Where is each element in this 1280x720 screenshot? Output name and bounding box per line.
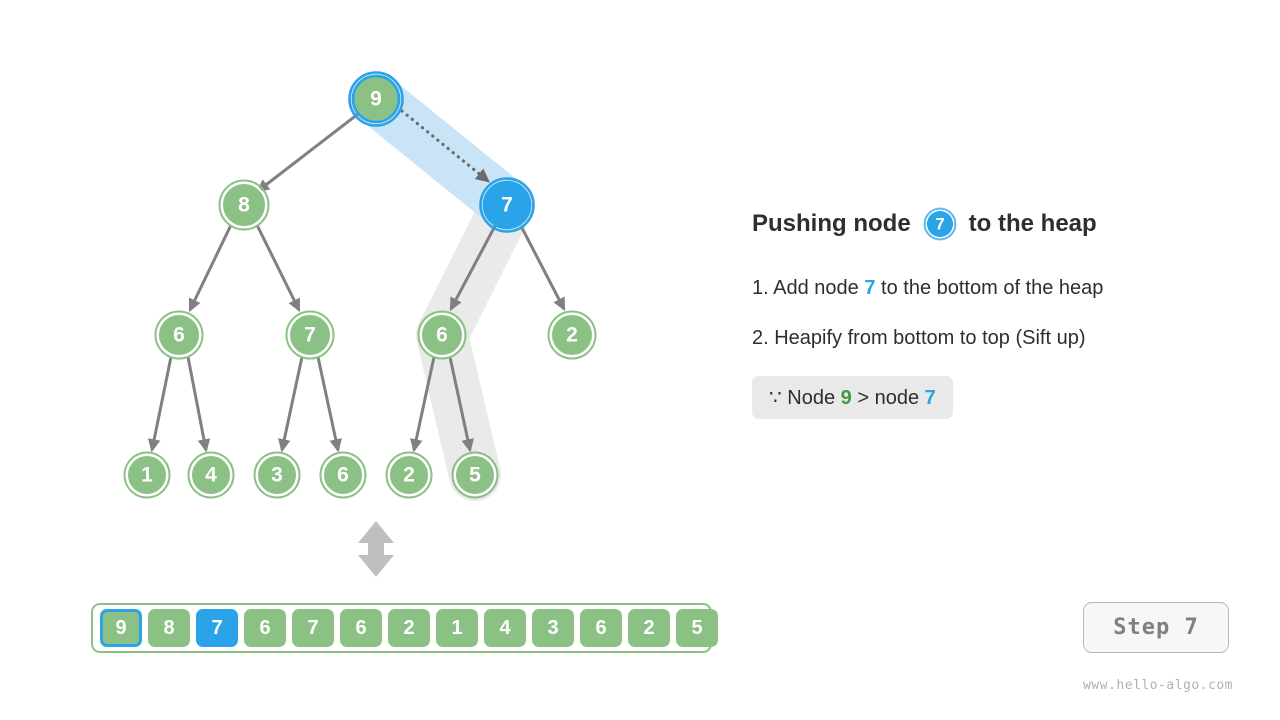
hint-because-symbol: ∵ xyxy=(769,387,782,409)
edge-7-6b xyxy=(316,356,342,453)
array-cell[interactable]: 6 xyxy=(340,609,382,647)
compare-path-highlight xyxy=(350,73,533,231)
compare-arrow xyxy=(400,109,490,183)
tree-node-label: 7 xyxy=(304,324,316,347)
array-cell[interactable]: 1 xyxy=(436,609,478,647)
tree-node-6-l[interactable]: 6 xyxy=(154,310,204,360)
hint-right-value: 7 xyxy=(924,387,936,409)
edge-7-2 xyxy=(519,225,566,312)
array-cell[interactable]: 7 xyxy=(196,609,238,647)
tree-node-label: 7 xyxy=(501,194,513,217)
step-item-2: 2. Heapify from bottom to top (Sift up) xyxy=(752,327,1086,349)
tree-node-label: 2 xyxy=(566,324,578,347)
tree-edges xyxy=(147,112,566,453)
edge-7-6 xyxy=(449,225,497,312)
array-cell[interactable]: 7 xyxy=(292,609,334,647)
array-cell[interactable]: 8 xyxy=(148,609,190,647)
edge-7-3 xyxy=(278,356,304,453)
step-1-prefix: 1. Add node xyxy=(752,277,859,299)
array-cell[interactable]: 4 xyxy=(484,609,526,647)
array-cell[interactable]: 5 xyxy=(676,609,718,647)
binary-heap-tree: 9 8 7 6 xyxy=(123,71,597,577)
edge-6-2 xyxy=(410,356,436,453)
array-cell[interactable]: 6 xyxy=(580,609,622,647)
tree-leaf-2[interactable]: 2 xyxy=(385,451,433,499)
tree-node-9[interactable]: 9 xyxy=(348,71,404,127)
tree-node-6-r[interactable]: 6 xyxy=(417,310,467,360)
tree-node-label: 2 xyxy=(403,464,415,487)
tree-node-label: 3 xyxy=(271,464,283,487)
heap-array: 9 8 7 6 7 6 2 1 4 3 6 2 5 xyxy=(91,603,718,653)
pushed-node-badge: 7 xyxy=(923,207,957,241)
array-cell[interactable]: 2 xyxy=(628,609,670,647)
step-list: 1. Add node 7 to the bottom of the heap … xyxy=(752,276,1252,350)
tree-node-label: 5 xyxy=(469,464,481,487)
edge-6-4 xyxy=(186,356,211,453)
tree-node-2-r[interactable]: 2 xyxy=(547,310,597,360)
tree-leaf-3[interactable]: 3 xyxy=(253,451,301,499)
tree-node-label: 1 xyxy=(141,464,153,487)
hint-node-word: node xyxy=(874,387,920,409)
tree-leaf-5[interactable]: 5 xyxy=(451,451,499,499)
step-1-suffix: to the bottom of the heap xyxy=(881,277,1104,299)
edge-9-8 xyxy=(256,112,359,193)
title-text-before: Pushing node xyxy=(752,210,911,237)
step-indicator-button[interactable]: Step 7 xyxy=(1083,602,1229,653)
explanation-panel: Pushing node 7 to the heap 1. Add node 7… xyxy=(752,200,1252,419)
pushed-node-badge-label: 7 xyxy=(935,215,944,234)
tree-node-label: 4 xyxy=(205,464,217,487)
hint-operator: > xyxy=(857,387,870,409)
highlight-bands xyxy=(350,73,533,501)
tree-node-label: 8 xyxy=(238,194,250,217)
tree-node-7-l[interactable]: 7 xyxy=(285,310,335,360)
tree-leaf-6[interactable]: 6 xyxy=(319,451,367,499)
reason-hint: ∵ Node 9 > node 7 xyxy=(752,376,953,419)
page-title: Pushing node 7 to the heap xyxy=(752,200,1252,248)
step-1-value: 7 xyxy=(864,277,876,299)
array-cell[interactable]: 2 xyxy=(388,609,430,647)
edge-8-6 xyxy=(188,224,233,313)
tree-nodes: 9 8 7 6 xyxy=(123,71,597,499)
tree-leaf-4[interactable]: 4 xyxy=(187,451,235,499)
site-watermark: www.hello-algo.com xyxy=(1083,678,1233,693)
tree-node-7-pushed[interactable]: 7 xyxy=(479,177,535,233)
hint-left-value: 9 xyxy=(840,387,852,409)
tree-node-label: 6 xyxy=(337,464,349,487)
title-text-after: to the heap xyxy=(968,210,1097,237)
array-cell[interactable]: 6 xyxy=(244,609,286,647)
edge-6-1 xyxy=(147,356,173,453)
step-item-1: 1. Add node 7 to the bottom of the heap xyxy=(752,276,1252,300)
edge-8-7 xyxy=(255,224,301,313)
hint-prefix: Node xyxy=(787,387,836,409)
tree-node-label: 6 xyxy=(436,324,448,347)
tree-node-label: 6 xyxy=(173,324,185,347)
array-cell[interactable]: 3 xyxy=(532,609,574,647)
tree-leaf-1[interactable]: 1 xyxy=(123,451,171,499)
tree-array-link-arrow xyxy=(358,521,394,577)
edge-6-5 xyxy=(448,356,474,453)
tree-node-label: 9 xyxy=(370,88,382,111)
tree-node-8[interactable]: 8 xyxy=(218,179,270,231)
array-cell[interactable]: 9 xyxy=(100,609,142,647)
